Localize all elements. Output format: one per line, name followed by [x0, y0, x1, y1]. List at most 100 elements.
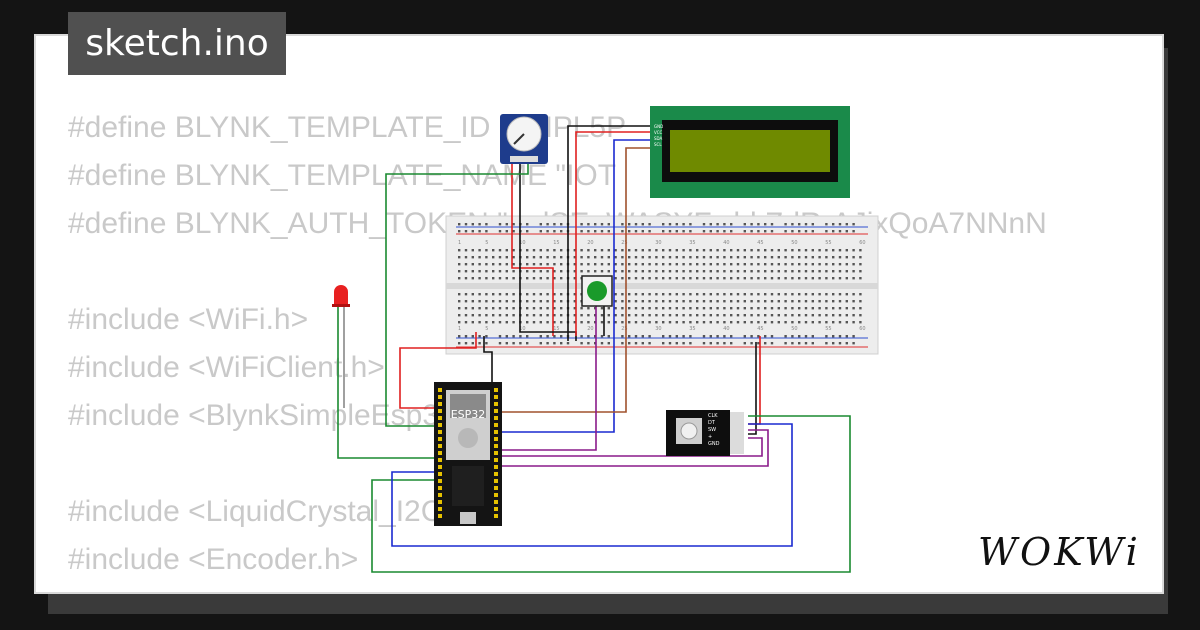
breadboard-hole [512, 307, 515, 310]
breadboard-hole [784, 277, 787, 280]
breadboard-hole [600, 223, 604, 226]
breadboard-hole [689, 335, 692, 338]
breadboard-hole [553, 230, 556, 233]
breadboard-hole [662, 256, 665, 259]
breadboard-hole [668, 307, 672, 310]
breadboard-hole [798, 342, 801, 345]
breadboard-hole [573, 293, 576, 296]
breadboard-hole [668, 342, 672, 345]
breadboard-hole [526, 314, 529, 317]
breadboard-hole [580, 270, 583, 273]
breadboard-hole [832, 249, 835, 252]
breadboard-hole [492, 307, 495, 310]
file-tab-title[interactable]: sketch.ino [68, 12, 286, 75]
breadboard-hole [696, 256, 699, 259]
breadboard-hole [546, 223, 549, 226]
breadboard-hole [859, 277, 862, 280]
breadboard-hole [560, 230, 563, 233]
breadboard-column-number: 55 [825, 240, 831, 246]
wire-lcd-vcc [575, 131, 650, 336]
breadboard-hole [709, 335, 712, 338]
wire-lcd-sda [500, 139, 650, 433]
breadboard-hole [641, 249, 644, 252]
breadboard-hole [798, 223, 801, 226]
breadboard-hole [709, 342, 712, 345]
breadboard-hole [764, 342, 767, 345]
breadboard-column-number: 55 [825, 326, 831, 332]
breadboard-hole [764, 256, 767, 259]
breadboard-hole [539, 342, 542, 345]
breadboard-hole [784, 263, 787, 266]
breadboard-hole [757, 249, 760, 252]
wire-enc-blue [391, 423, 793, 547]
breadboard-hole [628, 300, 631, 303]
breadboard-hole [743, 230, 746, 233]
breadboard-hole [478, 230, 481, 233]
breadboard-hole [560, 321, 563, 324]
breadboard-hole [492, 263, 495, 266]
breadboard-hole [573, 321, 576, 324]
breadboard-hole [621, 223, 624, 226]
breadboard-hole [539, 256, 542, 259]
breadboard-hole [770, 263, 774, 266]
wire-lcd-scl [500, 147, 650, 413]
breadboard-hole [811, 307, 814, 310]
breadboard-hole [607, 249, 610, 252]
breadboard-hole [804, 293, 808, 296]
breadboard-hole [526, 223, 529, 226]
breadboard-hole [492, 293, 495, 296]
esp32-antenna [450, 394, 486, 418]
breadboard-hole [498, 249, 502, 252]
esp32-pin [438, 479, 442, 483]
breadboard-hole [730, 230, 733, 233]
breadboard-hole [614, 263, 617, 266]
breadboard-hole [464, 230, 468, 233]
breadboard-hole [675, 256, 678, 259]
breadboard-hole [832, 335, 835, 338]
breadboard-hole [702, 342, 706, 345]
esp32-pin [438, 444, 442, 448]
breadboard-hole [634, 277, 638, 280]
esp32-pin [494, 444, 498, 448]
breadboard-hole [539, 277, 542, 280]
breadboard-hole [825, 321, 828, 324]
breadboard-hole [607, 314, 610, 317]
breadboard-hole [818, 293, 821, 296]
breadboard-hole [532, 293, 536, 296]
breadboard-hole [770, 277, 774, 280]
breadboard-hole [512, 300, 515, 303]
breadboard-hole [553, 256, 556, 259]
breadboard-hole [818, 249, 821, 252]
breadboard-hole [696, 263, 699, 266]
breadboard-hole [587, 223, 590, 226]
breadboard-hole [539, 263, 542, 266]
breadboard-hole [648, 263, 651, 266]
breadboard-hole [668, 300, 672, 303]
breadboard-hole [614, 256, 617, 259]
breadboard-hole [743, 277, 746, 280]
breadboard-hole [600, 314, 604, 317]
breadboard-hole [770, 300, 774, 303]
breadboard-hole [628, 256, 631, 259]
breadboard-hole [811, 270, 814, 273]
breadboard-hole [791, 335, 794, 338]
breadboard-hole [757, 314, 760, 317]
breadboard-hole [784, 314, 787, 317]
breadboard-hole [702, 293, 706, 296]
breadboard-hole [464, 342, 468, 345]
breadboard-hole [709, 300, 712, 303]
breadboard-hole [784, 293, 787, 296]
breadboard-hole [628, 307, 631, 310]
breadboard-hole [730, 307, 733, 310]
breadboard-hole [757, 300, 760, 303]
breadboard-hole [825, 300, 828, 303]
breadboard-hole [628, 321, 631, 324]
breadboard-hole [811, 256, 814, 259]
breadboard-hole [641, 223, 644, 226]
breadboard-hole [818, 314, 821, 317]
breadboard-hole [600, 321, 604, 324]
breadboard-hole [553, 335, 556, 338]
esp32-pin [494, 479, 498, 483]
breadboard-hole [512, 263, 515, 266]
